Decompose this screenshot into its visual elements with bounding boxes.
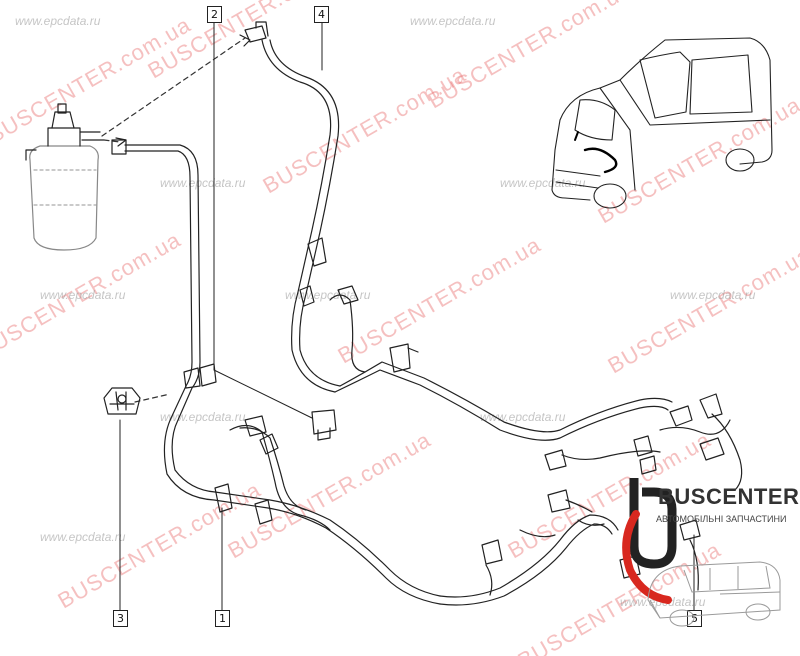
logo-subtitle: АВТОМОБІЛЬНІ ЗАПЧАСТИНИ (656, 514, 787, 524)
top-connector (244, 21, 269, 43)
van-illustration (551, 37, 773, 209)
callout-4: 4 (314, 6, 329, 23)
fuel-filter (25, 103, 105, 251)
callout-5: 5 (687, 610, 702, 627)
logo-emblem (622, 478, 781, 627)
callout-2: 2 (207, 6, 222, 23)
buscenter-logo: BUSCENTER АВТОМОБІЛЬНІ ЗАПЧАСТИНИ (620, 470, 800, 656)
callout-leaders (119, 21, 695, 613)
callout-3: 3 (113, 610, 128, 627)
leader-lines (101, 37, 246, 403)
logo-title: BUSCENTER (658, 484, 800, 509)
clip-bracket (103, 387, 141, 415)
callout-1: 1 (215, 610, 230, 627)
small-connector (311, 409, 337, 441)
